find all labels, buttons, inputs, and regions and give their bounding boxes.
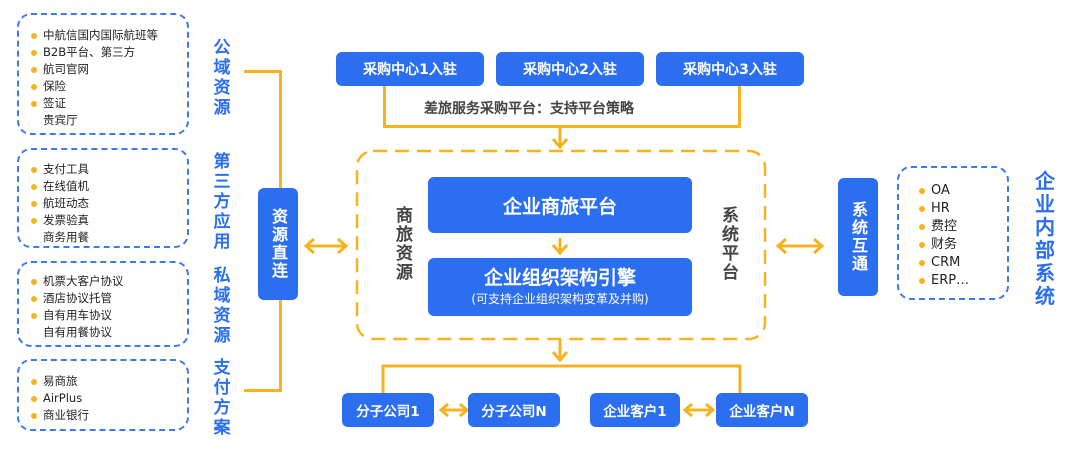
customer-arrow-head-left [682,402,693,418]
third-party-apps-item: 航班动态 [25,195,187,212]
left-double-arrow-head-right [337,237,349,255]
center-down-arrow-head [551,351,569,363]
left-double-arrow-head-left [303,237,315,255]
right-double-arrow-head-right [813,237,825,255]
bracket-bottom-line [244,389,282,392]
subsidiary-arrow-head-left [438,402,449,418]
payment-solutions-item: 商业银行 [25,407,187,424]
private-resources-item: 自有用车协议 [25,307,187,324]
payment-solutions-item: 易商旅 [25,373,187,390]
enterprise-travel-platform-box: 企业商旅平台 [428,177,692,233]
public-resources-label: 公域资源 [213,38,231,118]
private-resources-item: 自有用餐协议 [43,325,112,339]
system-interop-box: 系统互通 [838,178,878,296]
subsidiary-n-box: 分子公司N [468,393,560,427]
subsidiary-arrow-head-right [459,402,470,418]
org-engine-box: 企业组织架构引擎 (可支持企业组织架构变革及并购) [428,258,692,316]
internal-system-item: HR [913,200,1007,218]
third-party-apps-item: 商务用餐 [43,230,89,244]
third-party-apps-item: 支付工具 [25,161,187,178]
public-resources-item: 签证 [25,95,187,112]
third-party-apps-item: 在线值机 [25,178,187,195]
right-double-arrow-head-left [775,237,787,255]
third-party-apps-item: 发票验真 [25,212,187,229]
payment-solutions-item: AirPlus [25,390,187,407]
bottom-bracket-line [381,364,742,394]
enterprise-customer-n-box: 企业客户N [716,393,808,427]
system-platform-label: 系统平台 [718,206,738,282]
internal-system-item: 费控 [913,218,1007,236]
customer-arrow-head-right [705,402,716,418]
public-resources-item: 航司官网 [25,61,187,78]
center-dashed-frame [355,149,767,341]
public-resources-item: 中航信国内国际航班等 [25,27,187,44]
procurement-center-1: 采购中心1入驻 [336,52,484,86]
private-resources-group: 机票大客户协议酒店协议托管自有用车协议自有用餐协议 [17,261,189,347]
procurement-platform-label: 差旅服务采购平台：支持平台策略 [424,101,634,117]
internal-system-item: 财务 [913,236,1007,254]
public-resources-item: B2B平台、第三方 [25,44,187,61]
org-engine-subtitle: (可支持企业组织架构变革及并购) [471,292,649,306]
enterprise-customer-1-box: 企业客户1 [590,393,680,427]
third-party-apps-list: 支付工具在线值机航班动态发票验真商务用餐 [25,161,187,246]
internal-system-item: OA [913,182,1007,200]
procurement-center-3: 采购中心3入驻 [656,52,804,86]
private-resources-item: 酒店协议托管 [25,290,187,307]
internal-systems-label: 企业内部系统 [1035,169,1055,308]
private-resources-item: 机票大客户协议 [25,273,187,290]
resource-direct-label: 资源直连 [269,208,288,280]
business-travel-resources-label: 商旅资源 [392,206,412,282]
third-party-apps-label: 第三方应用 [213,152,231,252]
procurement-center-2: 采购中心2入驻 [496,52,644,86]
third-party-apps-group: 支付工具在线值机航班动态发票验真商务用餐 [17,148,189,248]
resource-direct-box: 资源直连 [258,188,298,300]
subsidiary-1-box: 分子公司1 [342,393,434,427]
center3-down-line [738,86,741,128]
procurement-down-arrow-head [551,138,569,150]
org-engine-title: 企业组织架构引擎 [483,267,636,289]
internal-system-item: CRM [913,254,1007,272]
public-resources-item: 保险 [25,78,187,95]
internal-system-item: ERP… [913,272,1007,290]
payment-solutions-label: 支付方案 [213,358,231,438]
bracket-top-line [244,70,282,73]
procurement-join-line [383,125,741,128]
center1-down-line [383,86,386,128]
public-resources-item: 贵宾厅 [43,113,78,127]
platform-engine-arrow-head [551,244,569,256]
private-resources-list: 机票大客户协议酒店协议托管自有用车协议自有用餐协议 [25,273,187,341]
system-interop-label: 系统互通 [849,201,868,273]
private-resources-label: 私域资源 [213,266,231,346]
